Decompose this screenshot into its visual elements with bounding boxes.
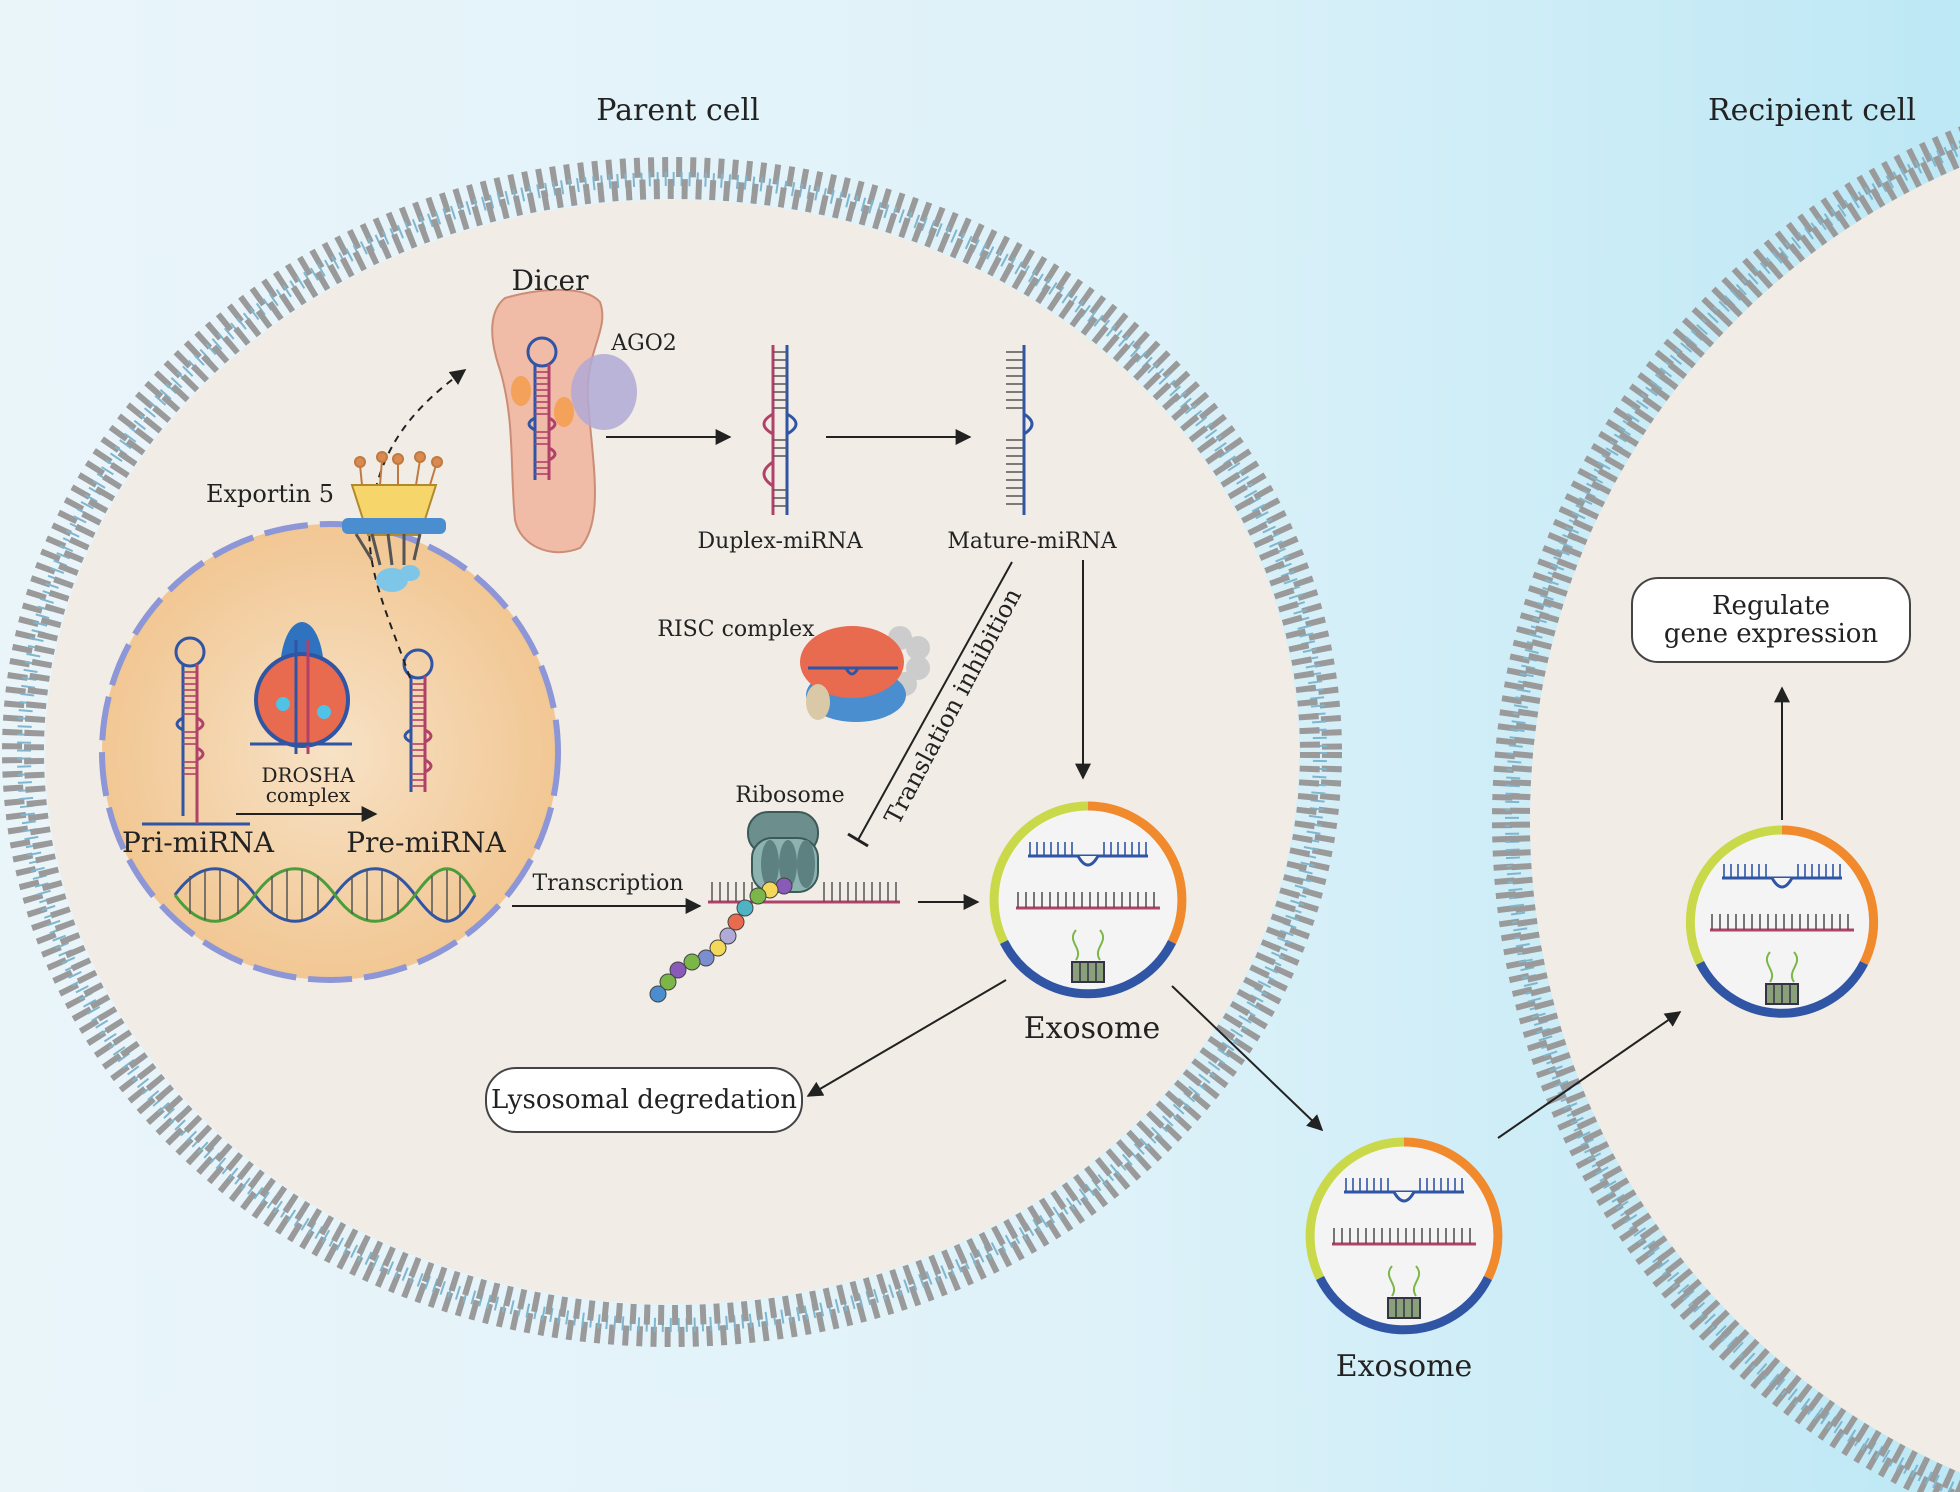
- risc-complex-icon: [800, 626, 930, 722]
- mature-mirna-label: Mature-miRNA: [947, 529, 1117, 554]
- parent-cell: [2, 157, 1342, 1347]
- nucleus: [99, 521, 561, 983]
- drosha-label-line1: DROSHA: [261, 763, 355, 787]
- dna-helix-icon: [173, 867, 477, 923]
- regulate-gene-expression-box: Regulate gene expression: [1631, 577, 1911, 663]
- duplex-mirna-icon: [762, 345, 798, 515]
- exosome-outside-label: Exosome: [1336, 1349, 1473, 1384]
- ribosome-label: Ribosome: [735, 783, 844, 808]
- pre-mirna-label: Pre-miRNA: [346, 826, 506, 859]
- exosome-uptake-arrow: [1497, 1011, 1682, 1139]
- exportin5-label: Exportin 5: [206, 480, 334, 508]
- regulate-label-line2: gene expression: [1664, 619, 1879, 649]
- exosome-parent-icon: [989, 801, 1187, 999]
- mature-mirna-icon: [1006, 345, 1034, 515]
- ribosome-icon: [649, 811, 900, 1003]
- ago2-label: AGO2: [610, 331, 677, 356]
- ago2-icon: [571, 354, 637, 430]
- pri-mirna-label: Pri-miRNA: [122, 826, 275, 859]
- export-path-dashed: [368, 369, 467, 679]
- exosome-outside-icon: [1305, 1137, 1503, 1335]
- exosome-release-arrow: [1171, 985, 1324, 1132]
- drosha-complex-icon: [250, 622, 352, 754]
- risc-complex-label: RISC complex: [657, 617, 815, 642]
- exosome-recipient-icon: [1685, 825, 1879, 1018]
- pri-mirna-hairpin-icon: [142, 636, 250, 826]
- translation-inhibition-bar: [847, 832, 869, 848]
- dicer-icon: [491, 288, 604, 554]
- transcription-label: Transcription: [532, 871, 683, 896]
- duplex-mirna-label: Duplex-miRNA: [698, 529, 864, 554]
- regulate-label-line1: Regulate: [1712, 591, 1830, 621]
- lysosomal-degradation-label: Lysosomal degredation: [491, 1085, 797, 1115]
- exportin5-icon: [342, 451, 446, 592]
- exosome-parent-label: Exosome: [1024, 1011, 1161, 1046]
- dicer-label: Dicer: [511, 264, 589, 297]
- recipient-cell-title: Recipient cell: [1708, 93, 1916, 128]
- drosha-label-line2: complex: [266, 783, 351, 807]
- exosome-to-lysosome-arrow: [806, 979, 1007, 1097]
- recipient-cell: [1492, 126, 1960, 1492]
- translation-inhibition-line: [857, 561, 1013, 841]
- lysosomal-degradation-box: Lysosomal degredation: [485, 1067, 803, 1133]
- parent-cell-title: Parent cell: [596, 93, 759, 128]
